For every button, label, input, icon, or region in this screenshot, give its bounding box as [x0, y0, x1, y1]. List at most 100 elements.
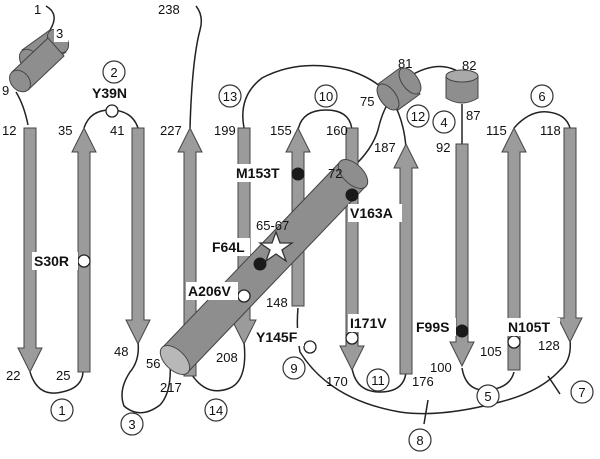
loop-72-75 [351, 99, 391, 169]
circle-label-9: 9 [282, 356, 306, 380]
circle-label-3: 3 [120, 412, 144, 436]
res-92: 92 [436, 140, 450, 155]
res-148: 148 [266, 295, 288, 310]
loop-9-12 [15, 91, 29, 126]
circle-label-4: 4 [432, 110, 456, 134]
svg-text:5: 5 [484, 389, 491, 404]
svg-text:13: 13 [223, 89, 237, 104]
loop-208-217 [189, 341, 246, 392]
label-s30r: S30R [34, 253, 69, 269]
svg-text:12: 12 [411, 109, 425, 124]
res-48: 48 [114, 344, 128, 359]
strand-9 [393, 142, 419, 375]
marker-f99s [455, 324, 469, 338]
svg-text:9: 9 [290, 361, 297, 376]
res-100: 100 [430, 360, 452, 375]
res-199: 199 [214, 123, 236, 138]
circle-label-10: 10 [314, 84, 338, 108]
res-87: 87 [466, 108, 480, 123]
circle-label-11: 11 [366, 368, 390, 392]
res-105: 105 [480, 344, 502, 359]
res-176: 176 [412, 374, 434, 389]
res-9: 9 [2, 83, 9, 98]
label-a206v: A206V [188, 283, 231, 299]
label-f99s: F99S [416, 319, 449, 335]
res-65-67: 65-67 [256, 218, 289, 233]
svg-text:11: 11 [371, 373, 385, 388]
res-208: 208 [216, 350, 238, 365]
svg-text:10: 10 [319, 89, 333, 104]
label-n105t: N105T [508, 319, 550, 335]
res-217: 217 [160, 380, 182, 395]
res-3: 3 [56, 26, 63, 41]
helix-75-81 [376, 67, 422, 111]
svg-text:1: 1 [58, 403, 65, 418]
res-12: 12 [2, 123, 16, 138]
label-m153t: M153T [236, 165, 280, 181]
res-75: 75 [360, 94, 374, 109]
res-56: 56 [146, 356, 160, 371]
marker-s30r [77, 254, 91, 268]
res-41: 41 [110, 123, 124, 138]
marker-m153t [291, 167, 305, 181]
circle-label-6: 6 [530, 84, 554, 108]
circle-label-13: 13 [218, 84, 242, 108]
circle-label-8: 8 [408, 428, 432, 452]
loop-nterm [45, 5, 55, 31]
marker-f64l [253, 257, 267, 271]
loop-tick-7 [547, 375, 561, 395]
marker-y145f [303, 340, 317, 354]
strand-2 [71, 126, 97, 373]
circle-label-14: 14 [204, 398, 228, 422]
svg-text:14: 14 [209, 403, 223, 418]
marker-n105t [507, 335, 521, 349]
svg-text:4: 4 [440, 115, 447, 130]
strand-number-circles: 1 2 3 4 5 6 7 8 [50, 60, 594, 452]
chromophore-star-icon [257, 230, 295, 263]
marker-i171v [345, 331, 359, 345]
res-25: 25 [56, 368, 70, 383]
helix-nterm-body [9, 37, 65, 93]
loop-48-56 [121, 341, 172, 414]
res-72: 72 [328, 166, 342, 181]
res-238: 238 [158, 2, 180, 17]
helix-82-87 [445, 69, 479, 104]
strand-3 [125, 127, 151, 346]
loop-227-238 [189, 5, 203, 129]
label-v163a: V163A [350, 205, 393, 221]
loop-155-160 [297, 109, 353, 131]
res-128: 128 [538, 338, 560, 353]
marker-v163a [345, 188, 359, 202]
label-y39n: Y39N [92, 85, 127, 101]
mutation-labels: S30R Y39N F64L A206V M153T V163A Y145F I… [32, 85, 560, 346]
loop-170-176 [351, 367, 407, 393]
strand-1 [17, 127, 43, 374]
label-i171v: I171V [350, 315, 387, 331]
res-155: 155 [270, 123, 292, 138]
res-35: 35 [58, 123, 72, 138]
marker-y39n [105, 104, 119, 118]
marker-a206v [237, 289, 251, 303]
svg-text:8: 8 [416, 433, 423, 448]
strand-4 [449, 143, 475, 368]
loop-lines [15, 5, 572, 415]
res-118: 118 [540, 123, 561, 138]
residue-labels: 1 3 9 12 22 25 35 41 48 56 65-67 72 75 8… [2, 2, 561, 395]
svg-text:7: 7 [578, 385, 585, 400]
res-227: 227 [160, 123, 182, 138]
mutation-markers [77, 104, 521, 354]
circle-label-2: 2 [102, 60, 126, 84]
res-187: 187 [374, 140, 396, 155]
label-f64l: F64L [212, 239, 245, 255]
loop-tick-8 [423, 399, 429, 425]
res-170: 170 [326, 374, 348, 389]
circle-label-5: 5 [476, 384, 500, 408]
strand-6 [557, 127, 583, 344]
loop-115-118 [513, 111, 571, 129]
res-1: 1 [34, 2, 41, 17]
res-22: 22 [6, 368, 20, 383]
svg-text:6: 6 [538, 89, 545, 104]
res-160: 160 [326, 123, 348, 138]
loop-22-25 [29, 371, 84, 394]
